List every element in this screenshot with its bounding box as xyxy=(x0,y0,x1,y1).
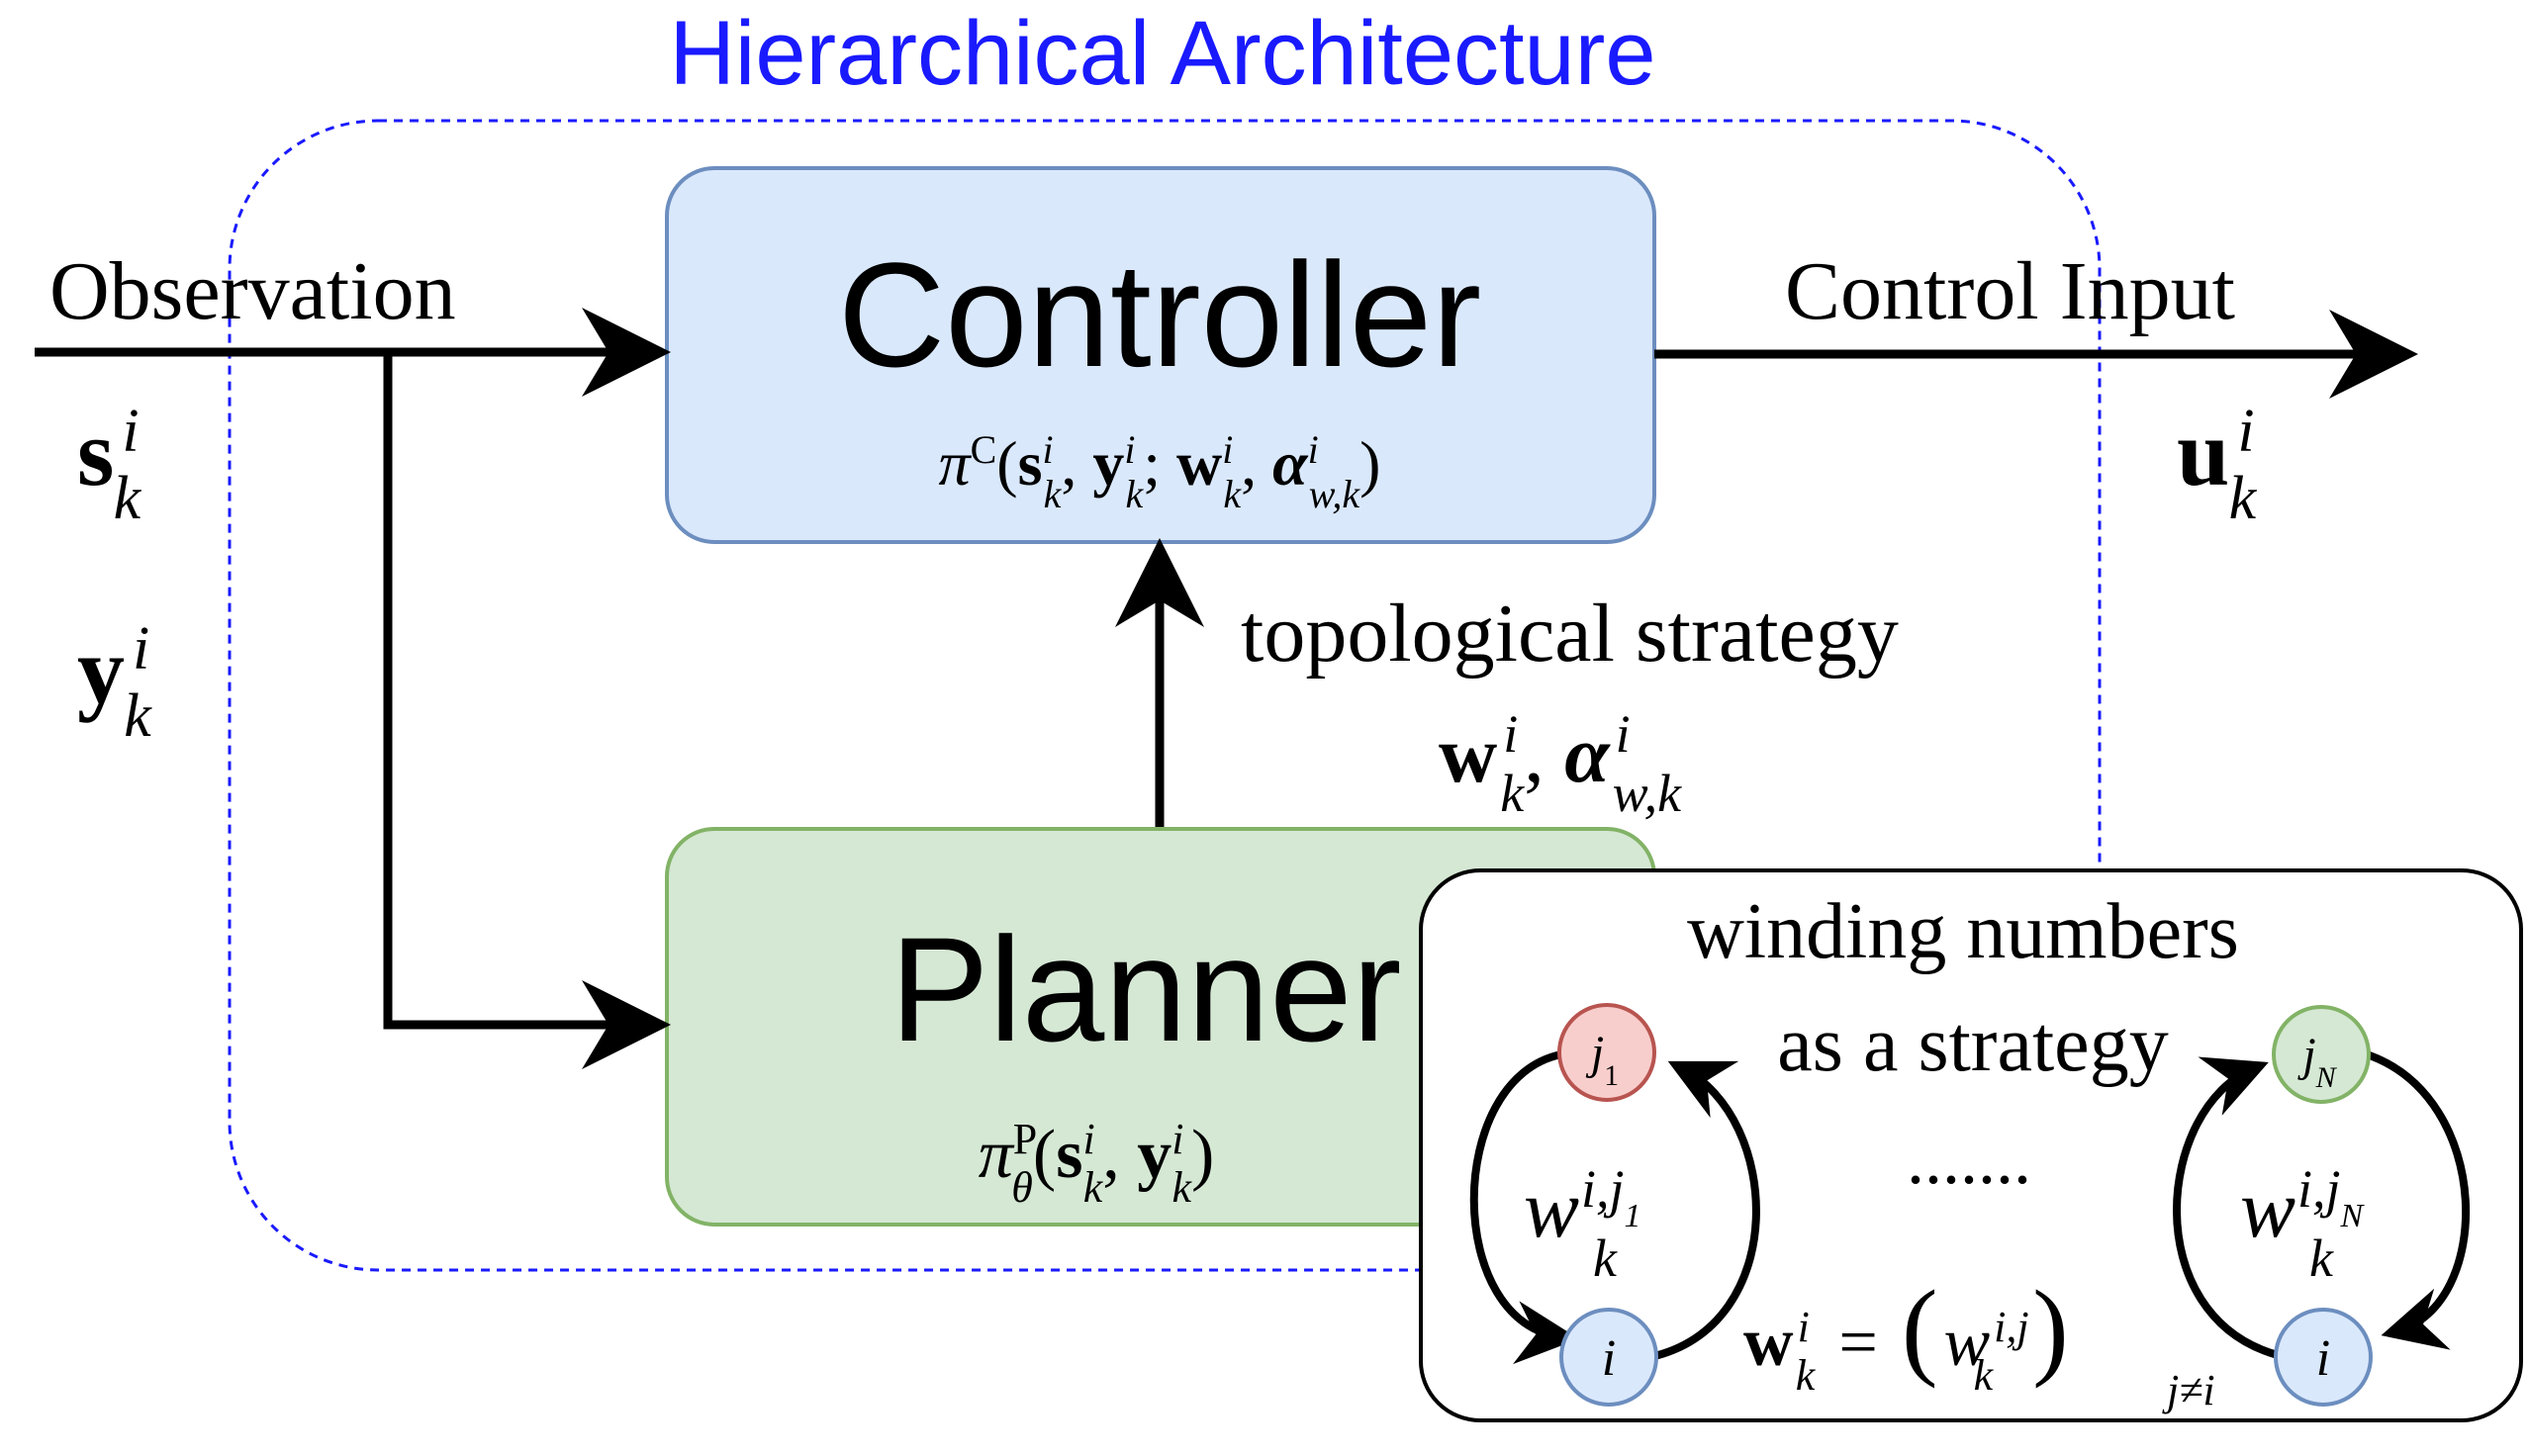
winding-vector-condition: j≠i xyxy=(2162,1366,2215,1414)
observation-label: Observation xyxy=(49,245,456,337)
node-i-right xyxy=(2274,1308,2373,1407)
planner-label: Planner xyxy=(890,906,1401,1072)
node-i-left xyxy=(1559,1308,1658,1407)
observation-arrows xyxy=(35,308,2418,1069)
control-input-label: Control Input xyxy=(1785,245,2235,337)
inset-title-line2: as a strategy xyxy=(1777,1001,2168,1088)
node-i-right-label: i xyxy=(2316,1330,2330,1387)
left-loop-down-arc xyxy=(1469,1050,1579,1364)
inset-title-line1: winding numbers xyxy=(1687,888,2239,975)
controller-label: Controller xyxy=(838,231,1481,398)
winding-numbers-inset: winding numbers as a strategy j1 i jN i … xyxy=(1419,868,2523,1422)
node-jN xyxy=(2272,1005,2371,1104)
node-j1 xyxy=(1557,1003,1656,1102)
right-loop-up-arc xyxy=(2173,1056,2280,1359)
hierarchical-boundary xyxy=(228,119,2102,1272)
right-loop-down-arc xyxy=(2365,1050,2471,1350)
nodes-ellipsis: ....... xyxy=(1907,1120,2031,1199)
diagram-title: Hierarchical Architecture xyxy=(669,3,1655,104)
left-loop-up-arc xyxy=(1649,1060,1760,1361)
node-i-left-label: i xyxy=(1602,1330,1616,1387)
inset-box xyxy=(1419,868,2523,1422)
topological-strategy-label: topological strategy xyxy=(1241,588,1899,680)
